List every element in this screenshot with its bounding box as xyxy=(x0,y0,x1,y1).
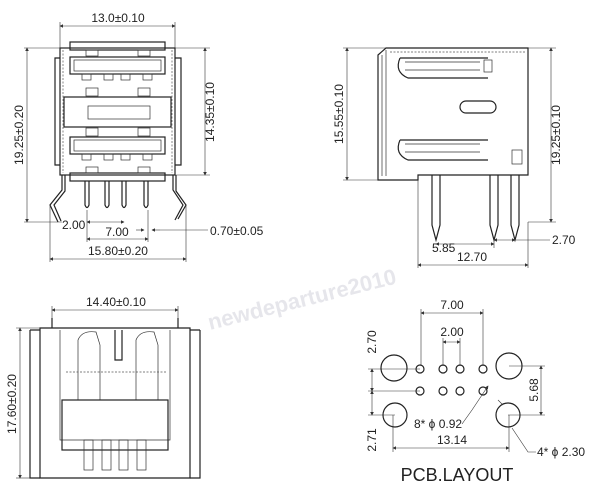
side-total-height-label: 19.25±0.10 xyxy=(549,105,563,165)
pcb-mount-vertical-label: 5.68 xyxy=(527,378,541,402)
front-view: 13.0±0.10 19.25±0.20 14.35±0.10 2.00 7.0… xyxy=(12,11,264,262)
side-view: 15.55±0.10 19.25±0.10 5.85 2.70 12.70 xyxy=(332,47,576,268)
front-total-width-label: 15.80±0.20 xyxy=(88,244,148,258)
pcb-row-offset-label: 2.70 xyxy=(365,330,379,354)
pcb-signal-holes-label: 8* ϕ 0.92 xyxy=(414,417,462,431)
front-width-label: 13.0±0.10 xyxy=(91,11,145,25)
pcb-pin-pitch-label: 2.00 xyxy=(440,325,464,339)
bottom-width-label: 14.40±0.10 xyxy=(86,295,146,309)
pcb-mount-span-label: 13.14 xyxy=(437,433,467,447)
side-length-label: 12.70 xyxy=(457,250,487,264)
front-pin-pitch-label: 2.00 xyxy=(62,218,86,232)
side-pin-b-label: 2.70 xyxy=(552,233,576,247)
watermark: newdeparture2010 xyxy=(205,264,399,335)
pcb-pin-span-label: 7.00 xyxy=(440,298,464,312)
side-pin-a-label: 5.85 xyxy=(432,241,456,255)
bottom-height-label: 17.60±0.20 xyxy=(5,374,19,434)
pcb-mount-holes-label: 4* ϕ 2.30 xyxy=(537,445,585,459)
pcb-mount-offset-label: 2.71 xyxy=(365,428,379,452)
front-pin-width-label: 0.70±0.05 xyxy=(210,224,264,238)
side-body-height-label: 15.55±0.10 xyxy=(332,84,346,144)
front-total-height-label: 19.25±0.20 xyxy=(12,105,26,165)
pcb-layout-title: PCB.LAYOUT xyxy=(401,465,514,485)
pcb-layout: 7.00 2.00 2.70 2.71 5.68 13.14 8* ϕ 0.92… xyxy=(365,298,585,485)
bottom-view: 14.40±0.10 17.60±0.20 xyxy=(5,295,201,479)
front-pin-span-label: 7.00 xyxy=(105,225,129,239)
front-body-height-label: 14.35±0.10 xyxy=(203,82,217,142)
